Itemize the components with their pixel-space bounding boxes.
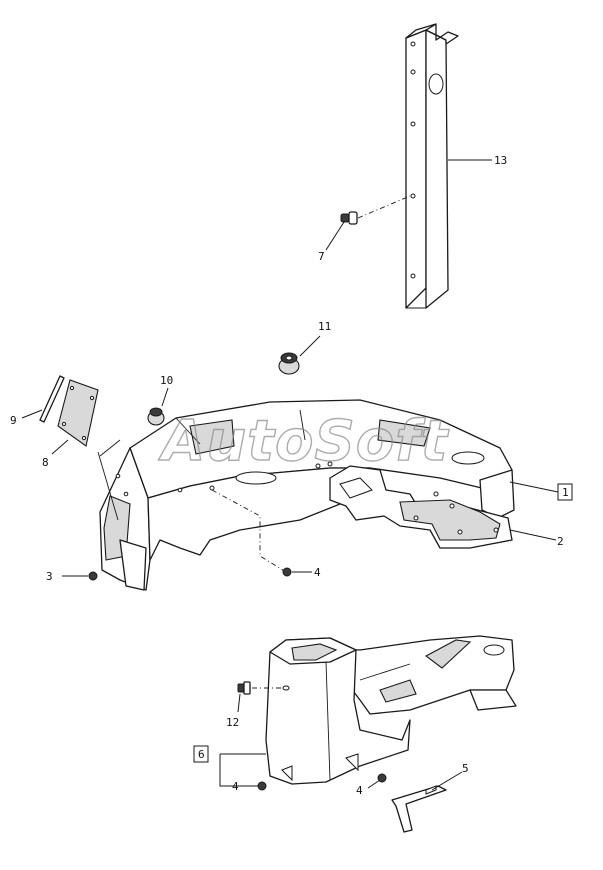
callout-2: 2 (557, 535, 564, 548)
part-4-bolt-lower-left (257, 781, 267, 791)
callout-3: 3 (46, 570, 53, 583)
part-9-strip (39, 375, 65, 423)
callout-4-upper: 4 (314, 566, 321, 579)
callout-7: 7 (318, 250, 325, 263)
callout-12: 12 (226, 716, 239, 729)
callout-13: 13 (494, 154, 507, 167)
part-10-grommet (147, 407, 165, 426)
callout-6-box (193, 745, 209, 763)
part-12-bolt (237, 681, 282, 695)
part-11-grommet (278, 352, 300, 375)
callout-8: 8 (42, 456, 49, 469)
callout-4-lower-right: 4 (356, 784, 363, 797)
lower-console (265, 635, 517, 785)
callout-1: 1 (562, 486, 569, 499)
callout-4-lower-left: 4 (232, 780, 239, 793)
watermark-text: AutoSoft (158, 409, 450, 474)
part-13-support-channel (405, 23, 459, 309)
callout-1-box (557, 483, 573, 501)
part-5-l-bracket (391, 785, 447, 833)
leader-lines (21, 159, 559, 791)
part-2-bracket (329, 465, 513, 549)
callout-9: 9 (10, 414, 17, 427)
callout-6: 6 (198, 748, 205, 761)
callout-5: 5 (462, 762, 469, 775)
main-frame (97, 399, 515, 591)
part-3-bolt (88, 571, 98, 581)
part-7-bolt (340, 195, 411, 225)
callout-11: 11 (318, 320, 331, 333)
part-4-bolt-upper (282, 567, 292, 577)
callout-10: 10 (160, 374, 173, 387)
part-8-cover-plate (57, 379, 99, 447)
